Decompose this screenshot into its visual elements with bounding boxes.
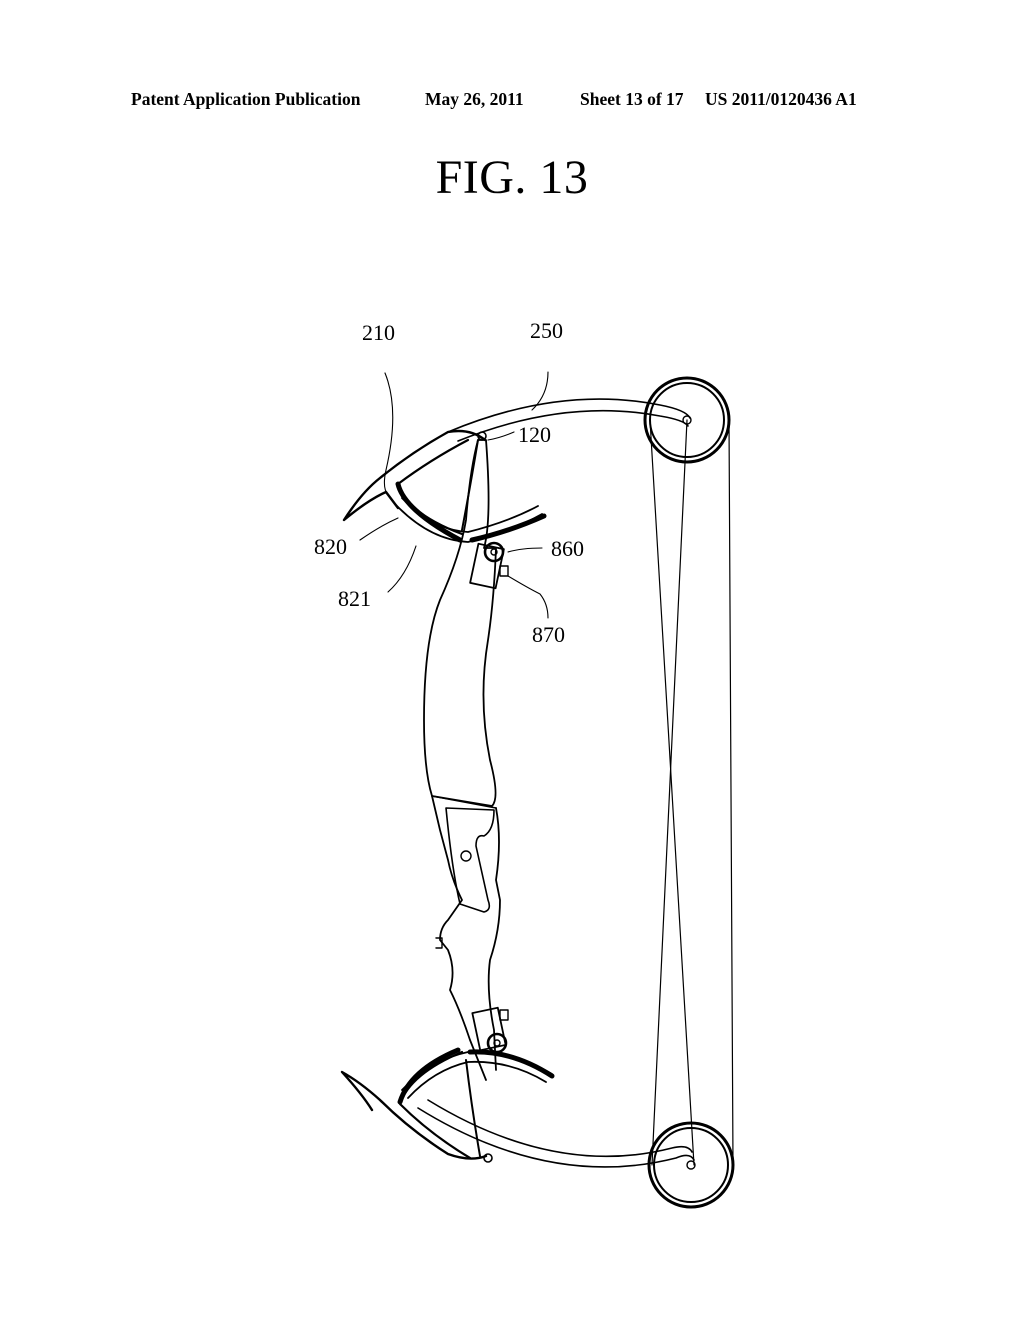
bow-strings [649, 419, 734, 1166]
ref-821: 821 [338, 586, 371, 611]
ref-250: 250 [530, 318, 563, 343]
ref-870: 870 [532, 622, 565, 647]
lower-tensioner [471, 1006, 509, 1054]
page-header: Patent Application Publication May 26, 2… [0, 89, 1024, 113]
ref-860: 860 [551, 536, 584, 561]
ref-820: 820 [314, 534, 347, 559]
sheet-number: Sheet 13 of 17 [580, 89, 684, 109]
figure-title: FIG. 13 [435, 151, 589, 204]
riser [423, 439, 501, 1081]
leader-lines [359, 371, 549, 619]
upper-tensioner [469, 541, 509, 590]
upper-limb-pocket [342, 429, 487, 543]
publication-label: Patent Application Publication [131, 89, 361, 109]
upper-curved-guide [395, 497, 547, 543]
upper-limb [447, 398, 691, 442]
lower-pivot [483, 1153, 493, 1163]
lower-limb-pocket [340, 1047, 488, 1160]
patent-number: US 2011/0120436 A1 [705, 89, 857, 109]
publication-date: May 26, 2011 [425, 89, 524, 109]
lower-cam-wheel [647, 1121, 735, 1209]
lower-curved-guide [401, 1049, 555, 1099]
ref-210: 210 [362, 320, 395, 345]
ref-120: 120 [518, 422, 551, 447]
